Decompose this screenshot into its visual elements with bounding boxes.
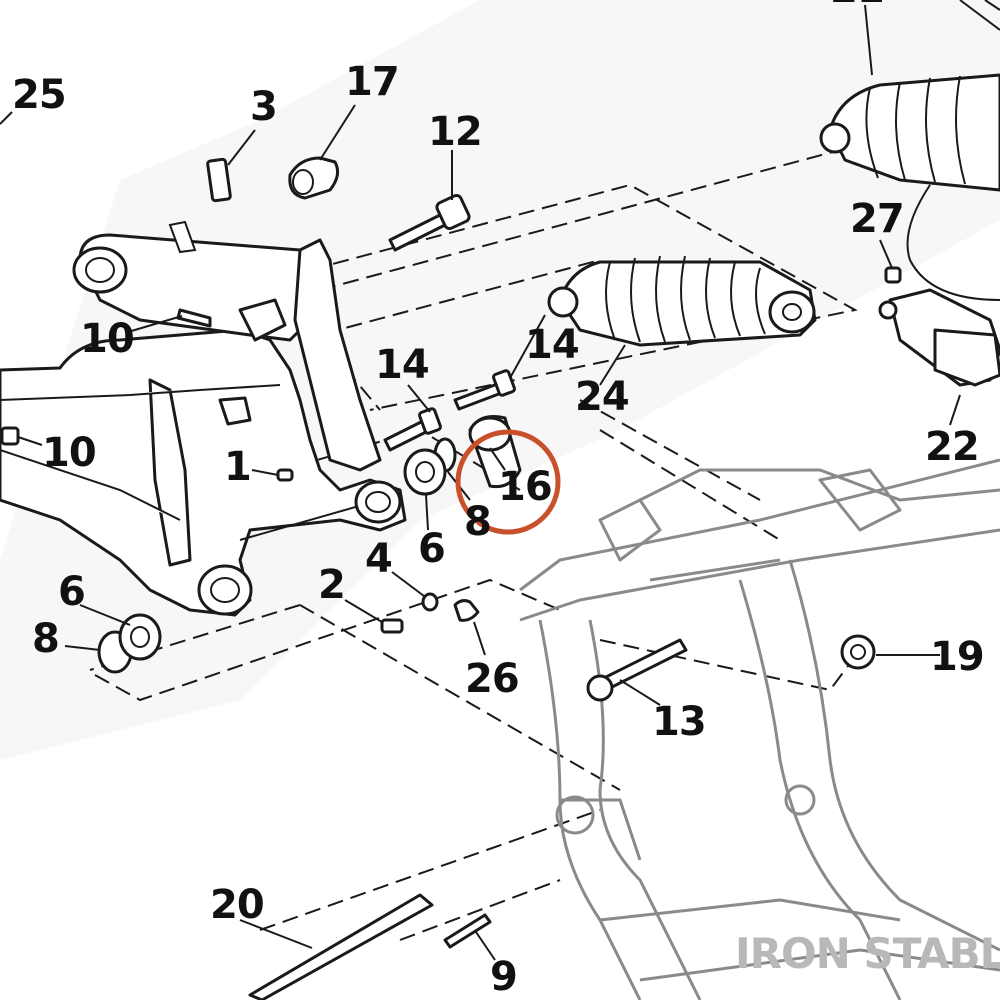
callout-10-upper: 10	[80, 316, 134, 362]
callout-24: 24	[575, 374, 629, 420]
callout-12: 12	[428, 109, 482, 155]
hardware	[0, 156, 902, 1000]
callout-20: 20	[210, 882, 264, 928]
main-frame	[519, 458, 1000, 1000]
callout-25: 25	[12, 72, 66, 118]
callout-26: 26	[465, 656, 519, 702]
callout-14-left: 14	[375, 342, 429, 388]
callout-16: 16	[498, 464, 552, 510]
watermark-text: IRON STABLE	[735, 929, 1000, 978]
callout-8-upper: 8	[464, 499, 491, 545]
shock-24	[547, 255, 817, 347]
callout-22: 22	[925, 424, 979, 470]
callout-6-lower: 6	[58, 569, 85, 615]
callout-2: 2	[318, 562, 345, 608]
callout-3: 3	[250, 84, 277, 130]
callout-1: 1	[224, 444, 251, 490]
callout-13: 13	[652, 699, 706, 745]
callout-4: 4	[365, 536, 392, 582]
preload-adjuster-22	[878, 288, 1000, 387]
callout-10-lower: 10	[42, 430, 96, 476]
callout-14-right: 14	[525, 322, 579, 368]
callout-9: 9	[490, 954, 517, 1000]
callout-21: 21	[830, 0, 884, 12]
callout-27: 27	[850, 196, 904, 242]
leader-lines	[0, 4, 961, 961]
callout-labels: 25 3 17 12 21 27 10 14 14 24 10 1 16 22 …	[12, 0, 985, 1000]
swingarm	[0, 220, 407, 617]
callout-6-upper: 6	[418, 526, 445, 572]
shock-21	[819, 0, 1000, 301]
callout-8-lower: 8	[32, 616, 59, 662]
callout-19: 19	[930, 634, 984, 680]
callout-17: 17	[345, 59, 399, 105]
highlight-ring	[455, 429, 561, 535]
